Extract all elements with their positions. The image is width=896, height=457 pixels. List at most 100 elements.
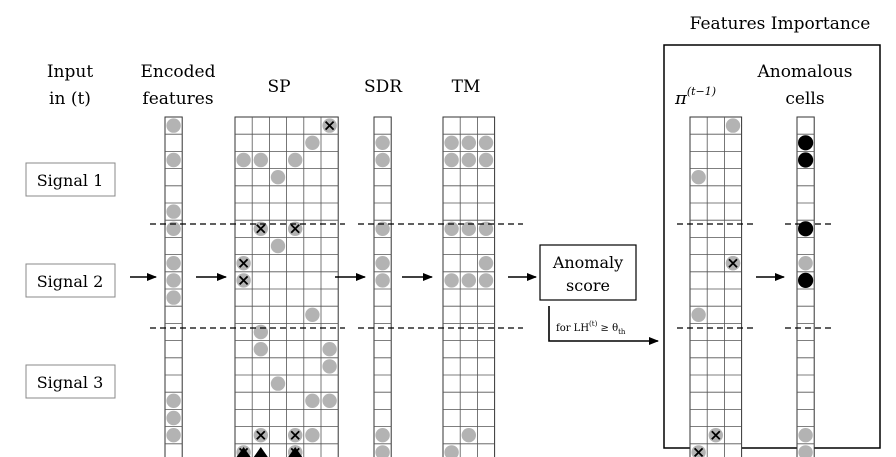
pi-frame (689, 116, 743, 457)
active-cell (444, 135, 459, 150)
active-cell (444, 445, 459, 457)
cross-mark (711, 430, 721, 440)
active-cell (236, 152, 251, 168)
active-cell (322, 359, 337, 374)
score-label: score (566, 276, 610, 295)
features-importance-title: Features Importance (690, 14, 871, 34)
active-cell (166, 204, 181, 219)
sp-grid (234, 116, 339, 457)
active-cell (444, 152, 459, 168)
sp-label: SP (267, 77, 290, 97)
signal-3-label: Signal 3 (37, 373, 104, 392)
active-cell (375, 152, 390, 168)
encoded-features-grid (164, 116, 183, 457)
active-cell (166, 256, 181, 271)
active-cell (166, 393, 181, 408)
active-cell (478, 221, 494, 236)
features-importance-frame (663, 44, 881, 449)
active-cell (305, 307, 320, 322)
active-cell (166, 428, 181, 443)
cross-mark (238, 275, 249, 286)
active-cell (461, 221, 476, 236)
sp-marker-up-arrowhead (288, 447, 303, 457)
active-cell (305, 135, 320, 150)
active-cell (691, 307, 706, 322)
signal-2-label: Signal 2 (37, 272, 104, 291)
active-cell (375, 445, 390, 457)
anomalous-cell (798, 135, 814, 151)
active-cell (166, 290, 181, 305)
anomalous-cell (798, 272, 814, 288)
cross-mark (324, 120, 335, 131)
active-cell (166, 273, 181, 288)
signal-3-box (25, 364, 116, 399)
active-cell (798, 256, 813, 271)
signal-1-label: Signal 1 (37, 171, 104, 190)
signal-1-box (25, 162, 116, 197)
active-cell (305, 428, 320, 443)
anomaly-score-box (539, 244, 637, 301)
tm-label: TM (452, 77, 481, 97)
active-cell (478, 273, 494, 288)
active-cell (253, 324, 268, 340)
cross-mark (238, 258, 249, 268)
encoded-features-label: features (142, 89, 213, 109)
active-cell (305, 393, 320, 408)
active-cell (461, 428, 476, 443)
active-cell (288, 152, 303, 168)
anomalous-cell (798, 221, 814, 237)
pi-label: π(t−1) (674, 85, 716, 109)
sp-column-markers (236, 447, 303, 457)
active-cell (691, 170, 706, 185)
active-cell (725, 118, 741, 133)
cross-mark (256, 224, 266, 234)
active-cell (322, 393, 337, 408)
tm-grid (442, 116, 496, 457)
active-cell (166, 152, 181, 168)
cross-mark (290, 224, 300, 234)
active-cell (166, 118, 181, 133)
active-cell (461, 273, 476, 288)
cross-mark (728, 258, 738, 268)
anomalous-cell (798, 152, 814, 168)
pi-grid (689, 116, 743, 457)
active-cell (322, 342, 337, 357)
threshold-condition: for LH(t) ≥ θth (556, 320, 626, 336)
active-cell (270, 170, 286, 185)
active-cell (166, 410, 181, 426)
signal-2-box (25, 263, 116, 298)
input-label: Input (47, 62, 93, 82)
active-cell (375, 256, 390, 271)
active-cell (270, 238, 286, 254)
flow-arrows (130, 273, 785, 345)
cross-mark (693, 447, 704, 457)
active-cell (444, 221, 459, 236)
active-cell (478, 152, 494, 168)
encoded-label: Encoded (141, 62, 216, 82)
cross-mark (290, 430, 300, 440)
arrow-threshold (548, 306, 659, 345)
anomalous-cells-label: cells (785, 89, 824, 109)
active-cell (375, 221, 390, 236)
anomaly-label: Anomaly (552, 253, 623, 272)
active-cell (375, 273, 390, 288)
signal-separators (150, 223, 832, 329)
active-cell (375, 428, 390, 443)
active-cell (375, 135, 390, 150)
active-cell (444, 273, 459, 288)
sp-marker-up-arrowhead (236, 447, 251, 457)
active-cell (798, 445, 813, 457)
sdr-label: SDR (364, 77, 403, 97)
active-cell (478, 256, 494, 271)
active-cell (270, 376, 286, 391)
active-cell (166, 221, 181, 236)
active-cell (253, 152, 268, 168)
input-time-label: in (t) (49, 89, 91, 109)
active-cell (478, 135, 494, 150)
active-cell (798, 428, 813, 443)
anomalous-cells-grid (796, 116, 815, 457)
active-cell (253, 342, 268, 357)
anomalous-label: Anomalous (756, 62, 852, 82)
cross-mark (256, 430, 266, 440)
